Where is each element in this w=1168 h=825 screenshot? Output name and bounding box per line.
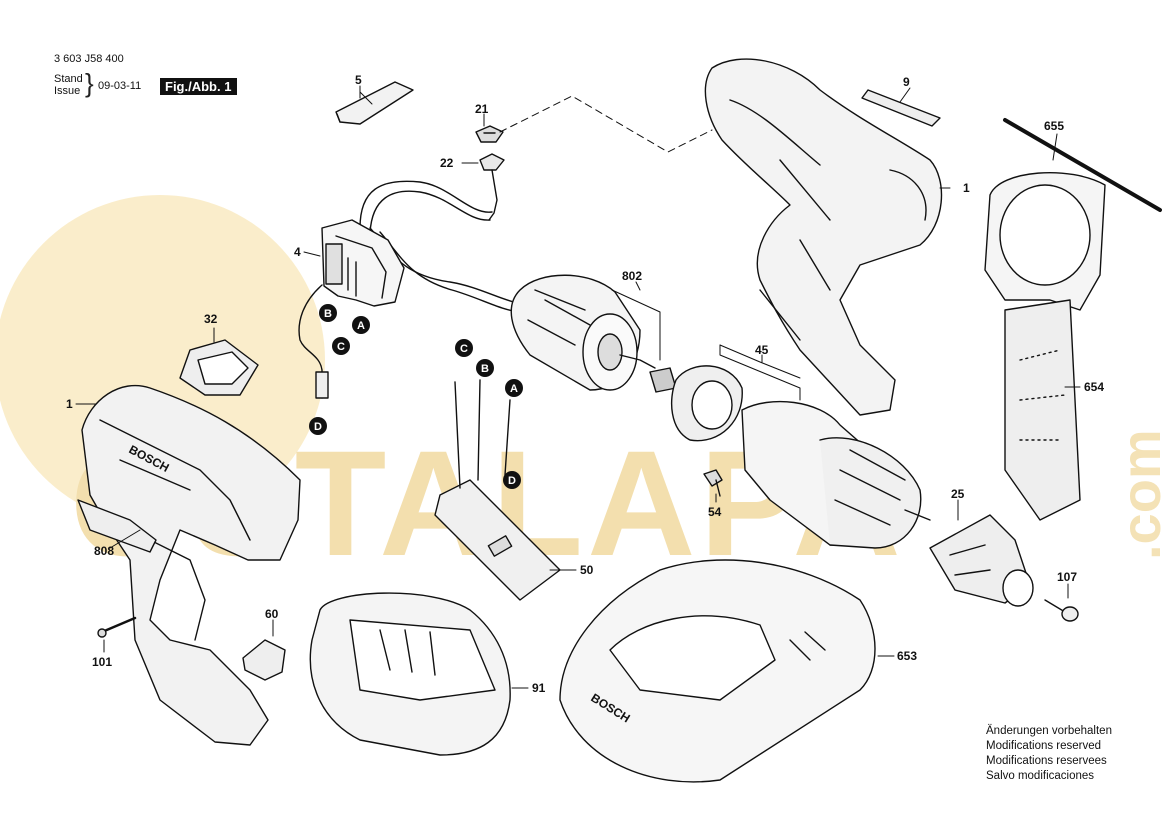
- part-91-battery: [309, 592, 511, 756]
- watermark-suffix: .com: [1109, 429, 1168, 560]
- part-107-screw: [1044, 599, 1079, 622]
- label-25: 25: [951, 487, 965, 501]
- label-22: 22: [440, 156, 454, 170]
- label-654: 654: [1084, 380, 1104, 394]
- part-1-housing: [81, 384, 301, 746]
- note-en: Modifications reserved: [986, 740, 1102, 752]
- part-60-lens: [242, 639, 286, 681]
- part-653-charger: [559, 559, 876, 783]
- label-45: 45: [755, 343, 769, 357]
- label-1-handle: 1: [963, 181, 970, 195]
- label-50: 50: [580, 563, 594, 577]
- assembly-line: [499, 95, 713, 153]
- notes-block: Änderungen vorbehalten Modifications res…: [986, 724, 1112, 784]
- label-107: 107: [1057, 570, 1077, 584]
- part-25-chuck: [929, 514, 1034, 607]
- svg-text:A: A: [357, 320, 365, 332]
- brace-icon: }: [85, 68, 94, 98]
- issue-label: Issue: [54, 85, 81, 97]
- label-32: 32: [204, 312, 218, 326]
- stand-label: Stand: [54, 73, 83, 85]
- connector-c-2: C: [455, 339, 473, 357]
- label-91: 91: [532, 681, 546, 695]
- note-de: Änderungen vorbehalten: [986, 725, 1112, 737]
- svg-text:A: A: [510, 383, 518, 395]
- part-45-gearbox: [670, 365, 931, 549]
- svg-text:C: C: [460, 343, 468, 355]
- part-655-depth-rod: [1003, 118, 1162, 212]
- part-1-handle-half: [704, 58, 943, 416]
- note-fr: Modifications reservees: [986, 755, 1107, 767]
- label-655: 655: [1044, 119, 1064, 133]
- figure-label: Fig./Abb. 1: [160, 78, 238, 95]
- connector-c-1: C: [332, 337, 350, 355]
- issue-date: 09-03-11: [98, 80, 142, 92]
- part-32-cover: [179, 339, 259, 396]
- part-50-pcb: [434, 379, 561, 601]
- connector-b-2: B: [476, 359, 494, 377]
- connector-a-1: A: [352, 316, 370, 334]
- label-653: 653: [897, 649, 917, 663]
- connector-b-1: B: [319, 304, 337, 322]
- label-808: 808: [94, 544, 114, 558]
- connector-d-1: D: [309, 417, 327, 435]
- label-5: 5: [355, 73, 362, 87]
- svg-text:D: D: [314, 421, 322, 433]
- note-es: Salvo modificaciones: [986, 770, 1095, 782]
- label-54: 54: [708, 505, 722, 519]
- part-21-switch: [475, 125, 504, 143]
- connector-markers: B A C D C B A D: [309, 304, 523, 489]
- svg-text:C: C: [337, 341, 345, 353]
- label-802: 802: [622, 269, 642, 283]
- part-54-screw: [703, 469, 723, 497]
- part-number: 3 603 J58 400: [54, 53, 124, 65]
- label-4: 4: [294, 245, 301, 259]
- part-101-screw: [97, 616, 137, 638]
- leader-lines: [75, 85, 1081, 689]
- part-labels: 5 21 22 4 9 1 655 654 802 45 25 54 107 6…: [66, 73, 1104, 695]
- svg-text:D: D: [508, 475, 516, 487]
- part-4-switch: [298, 219, 405, 399]
- part-22-led: [479, 153, 505, 221]
- label-21: 21: [475, 102, 489, 116]
- svg-text:B: B: [481, 363, 489, 375]
- connector-a-2: A: [505, 379, 523, 397]
- wires: [359, 180, 526, 313]
- part-654-aux-handle: [984, 171, 1106, 521]
- connector-d-2: D: [503, 471, 521, 489]
- part-802-motor: [510, 274, 677, 393]
- label-9: 9: [903, 75, 910, 89]
- svg-text:B: B: [324, 308, 332, 320]
- label-101: 101: [92, 655, 112, 669]
- label-1-housing: 1: [66, 397, 73, 411]
- part-808-label: [77, 499, 157, 553]
- part-9-label-plate: [861, 89, 941, 127]
- part-5-cover: [335, 81, 414, 125]
- label-60: 60: [265, 607, 279, 621]
